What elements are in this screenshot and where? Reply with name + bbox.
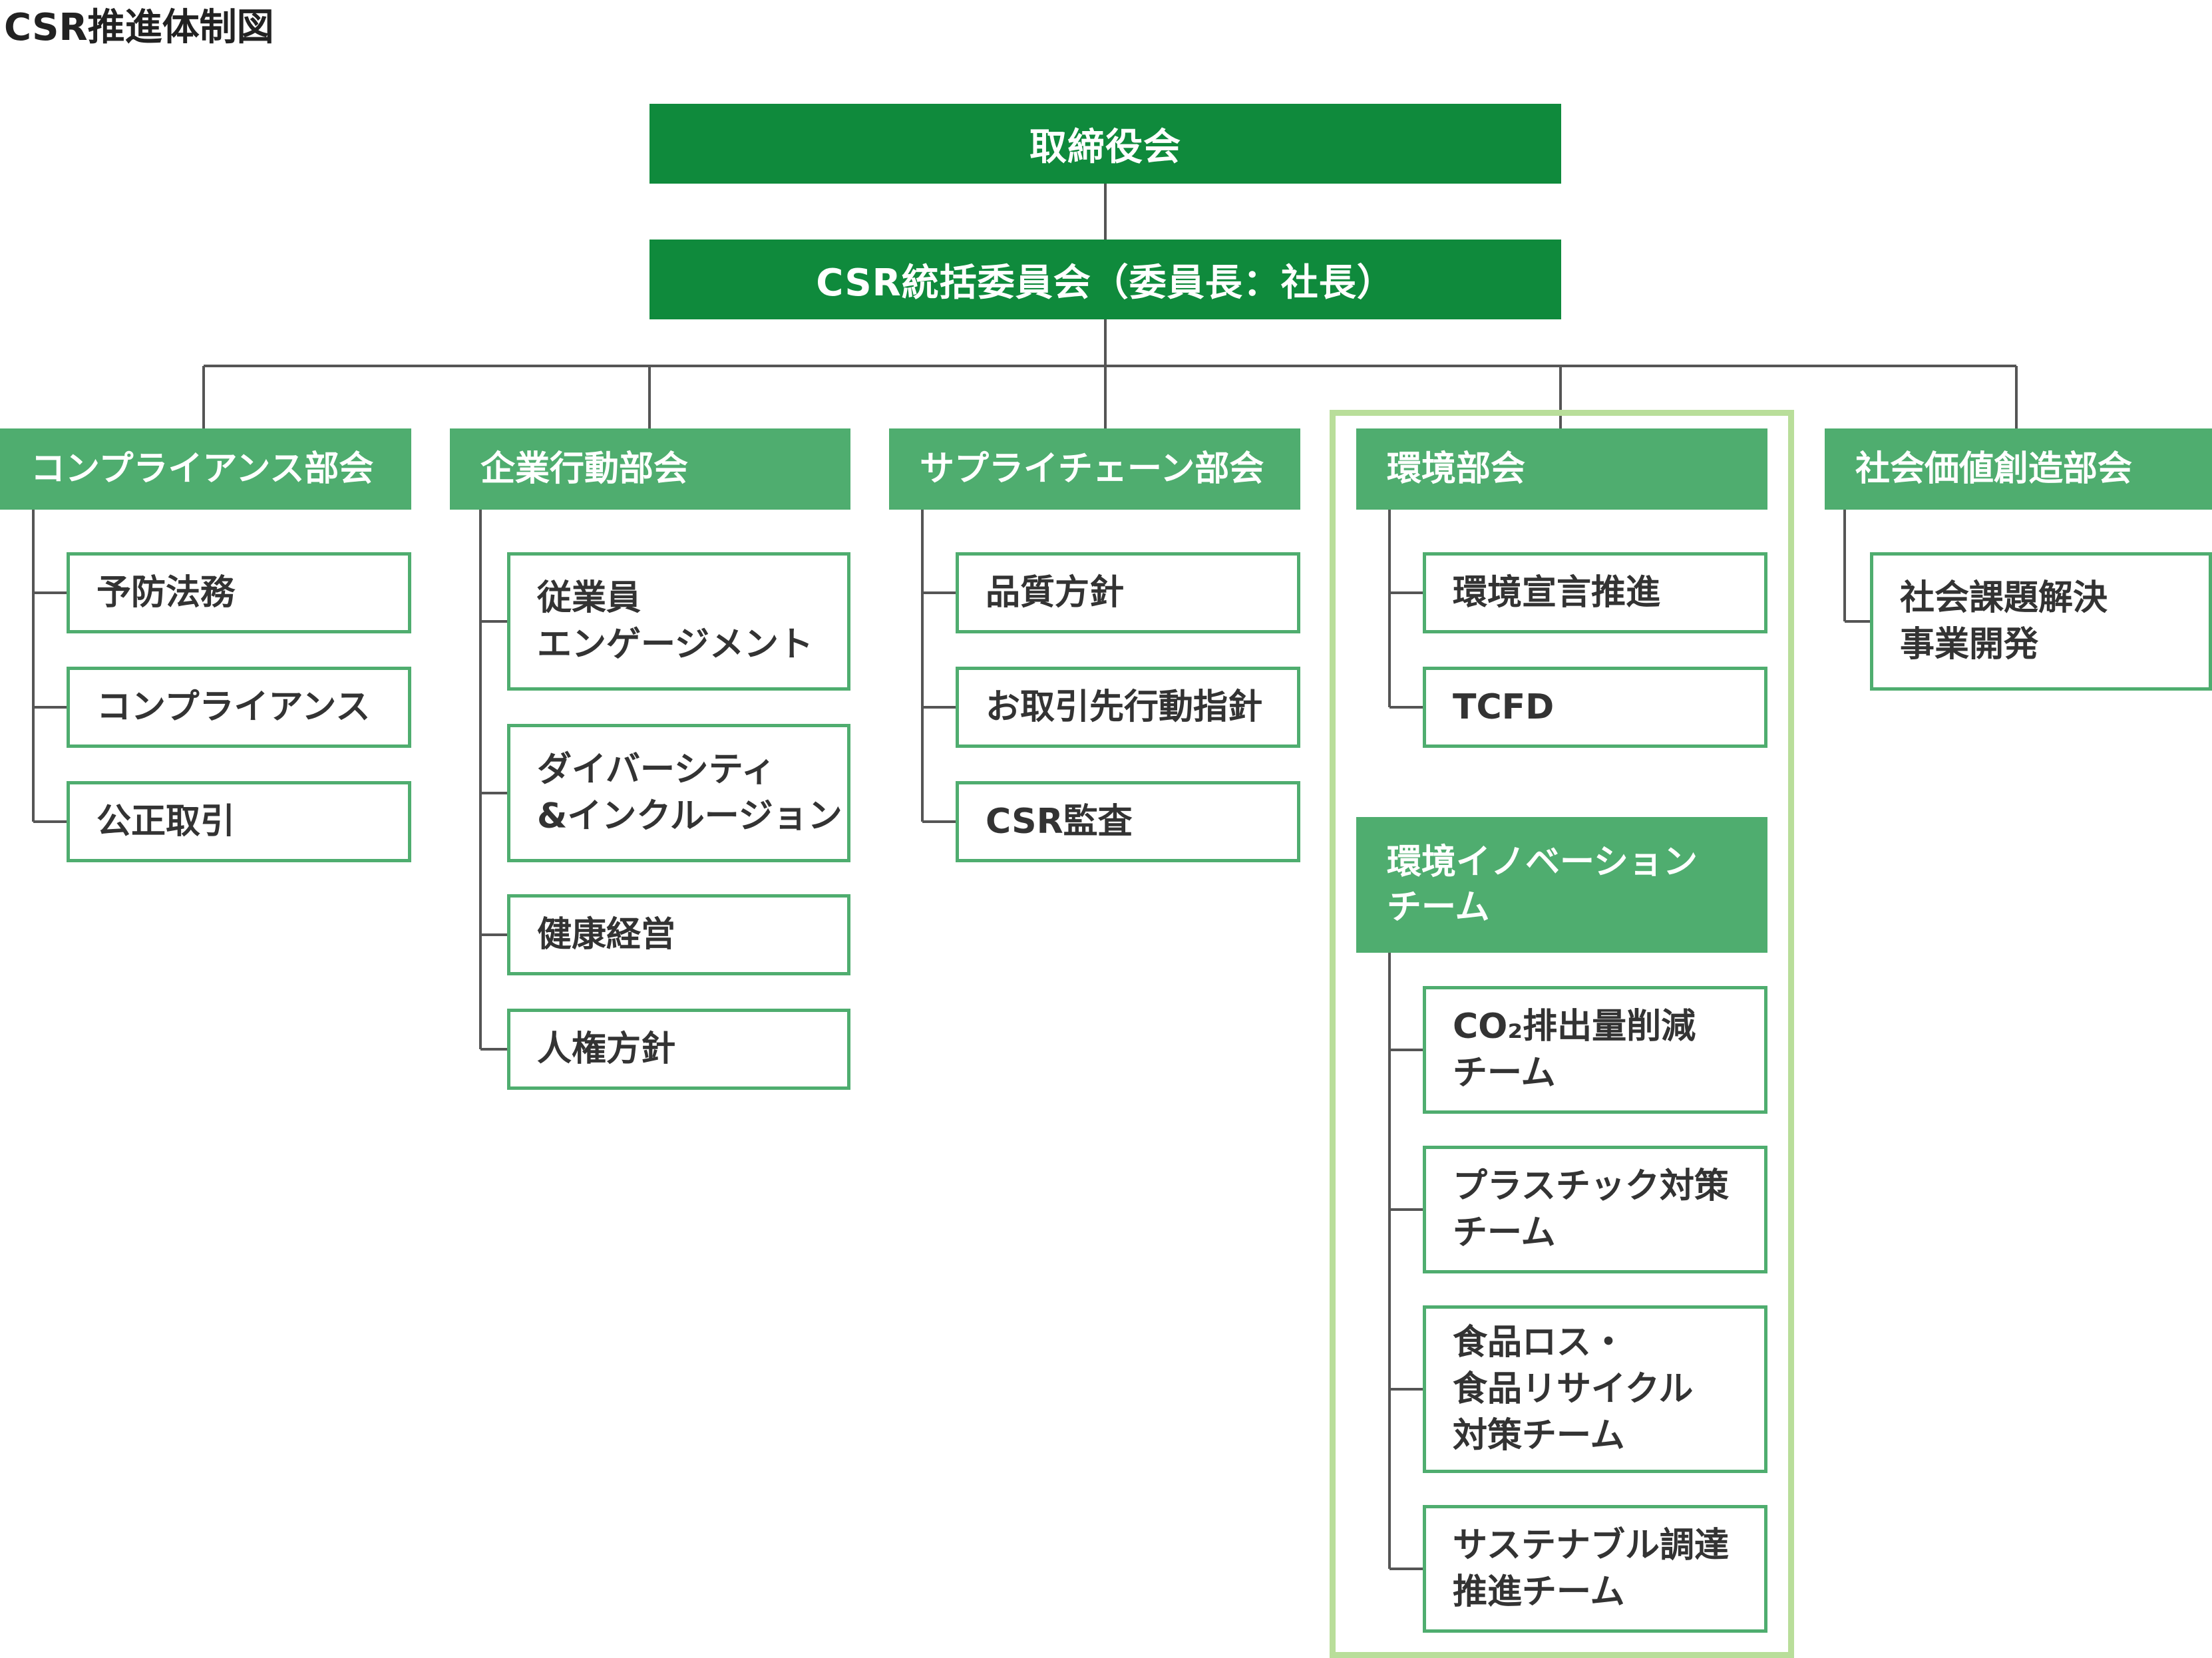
dept-label: コンプライアンス部会 — [31, 449, 374, 489]
child-label: お取引先行動指針 — [986, 687, 1263, 727]
child-label: 環境宣言推進 — [1453, 573, 1661, 613]
dept-label: 環境部会 — [1387, 449, 1526, 489]
child-compliance: コンプライアンス — [67, 667, 411, 748]
env-innovation-team: 環境イノベーション チーム — [1356, 817, 1767, 953]
board-box: 取締役会 — [649, 104, 1561, 184]
team-co2-reduction: CO₂排出量削減 チーム — [1423, 986, 1767, 1114]
dept-label: 社会価値創造部会 — [1855, 449, 2133, 489]
child-quality-policy: 品質方針 — [956, 552, 1300, 633]
child-env-declaration: 環境宣言推進 — [1423, 552, 1767, 633]
child-health-management: 健康経営 — [507, 894, 850, 975]
dept-label: 企業行動部会 — [480, 449, 689, 489]
committee-box: CSR統括委員会（委員長：社長） — [649, 240, 1561, 319]
page-title: CSR推進体制図 — [4, 6, 274, 49]
child-label: 健康経営 — [537, 915, 676, 955]
child-label: 公正取引 — [96, 802, 236, 842]
child-label: 社会課題解決 事業開発 — [1900, 578, 2108, 665]
team-plastic: プラスチック対策 チーム — [1423, 1146, 1767, 1273]
dept-supply-chain: サプライチェーン部会 — [889, 428, 1300, 510]
team-sustainable-procurement: サステナブル調達 推進チーム — [1423, 1505, 1767, 1633]
dept-corporate-conduct: 企業行動部会 — [450, 428, 850, 510]
team-child-label: CO₂排出量削減 チーム — [1453, 1007, 1696, 1093]
child-preventive-legal: 予防法務 — [67, 552, 411, 633]
committee-label: CSR統括委員会（委員長：社長） — [816, 261, 1395, 305]
child-supplier-code: お取引先行動指針 — [956, 667, 1300, 748]
child-tcfd: TCFD — [1423, 667, 1767, 748]
team-label: 環境イノベーション チーム — [1387, 842, 1698, 927]
dept-label: サプライチェーン部会 — [920, 449, 1264, 489]
team-child-label: 食品ロス・ 食品リサイクル 対策チーム — [1453, 1323, 1694, 1456]
child-label: 従業員 エンゲージメント — [537, 578, 813, 665]
child-diversity-inclusion: ダイバーシティ &インクルージョン — [507, 724, 850, 862]
child-label: CSR監査 — [986, 802, 1133, 842]
child-label: 人権方針 — [537, 1029, 676, 1069]
board-label: 取締役会 — [1029, 125, 1181, 169]
child-label: コンプライアンス — [96, 687, 371, 727]
child-label: ダイバーシティ &インクルージョン — [537, 750, 842, 836]
child-fair-trade: 公正取引 — [67, 781, 411, 862]
team-child-label: プラスチック対策 チーム — [1453, 1166, 1729, 1253]
child-label: 予防法務 — [96, 573, 236, 613]
team-food-loss: 食品ロス・ 食品リサイクル 対策チーム — [1423, 1305, 1767, 1473]
dept-social-value: 社会価値創造部会 — [1825, 428, 2212, 510]
child-label: 品質方針 — [986, 573, 1125, 613]
child-employee-engagement: 従業員 エンゲージメント — [507, 552, 850, 691]
child-csr-audit: CSR監査 — [956, 781, 1300, 862]
dept-compliance: コンプライアンス部会 — [0, 428, 411, 510]
child-human-rights-policy: 人権方針 — [507, 1009, 850, 1090]
dept-environment: 環境部会 — [1356, 428, 1767, 510]
child-label: TCFD — [1453, 687, 1555, 727]
team-child-label: サステナブル調達 推進チーム — [1453, 1526, 1729, 1612]
child-social-issue-business: 社会課題解決 事業開発 — [1870, 552, 2212, 691]
